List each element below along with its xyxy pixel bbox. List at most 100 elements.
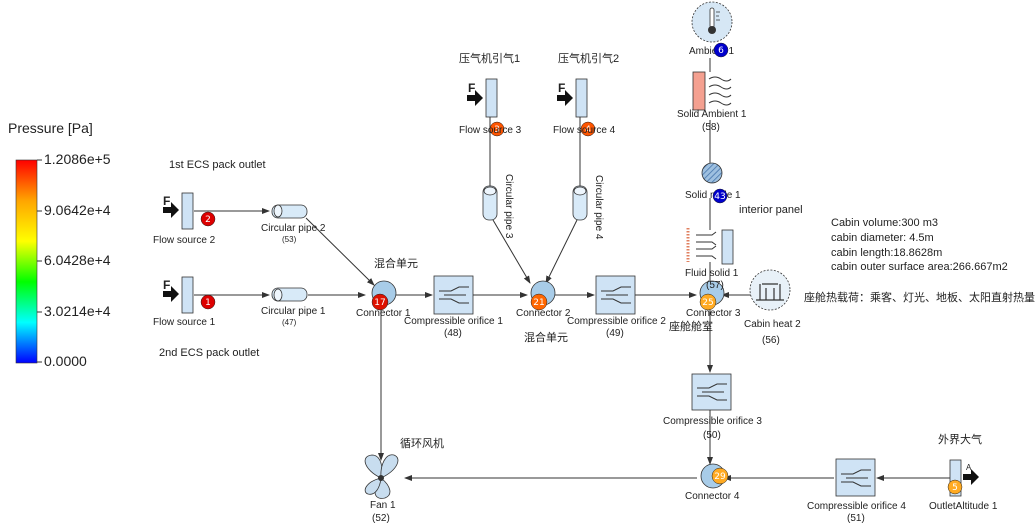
circular-pipe-4-label: Circular pipe 4 (593, 175, 604, 240)
svg-text:4: 4 (585, 125, 591, 135)
svg-text:43: 43 (714, 192, 725, 202)
flow-arrow-icon (557, 90, 573, 106)
annotation-compressor1: 压气机引气1 (459, 51, 520, 65)
fluid-solid-1[interactable]: Fluid solid 1 (57) (685, 228, 739, 291)
flow-source-3-label: Flow source 3 (459, 125, 522, 136)
fan-1-id: (52) (372, 513, 390, 523)
fluid-solid-1-label: Fluid solid 1 (685, 268, 739, 279)
annotation-ecs2: 2nd ECS pack outlet (159, 347, 259, 359)
outlet-altitude-1-label: OutletAltitude 1 (929, 501, 998, 512)
svg-text:A: A (966, 463, 972, 472)
legend-title: Pressure [Pa] (8, 120, 93, 136)
connector-1-label: Connector 1 (356, 308, 411, 319)
node-4 (580, 121, 596, 137)
pressure-legend: Pressure [Pa] 1.2086e+5 9.0642e+4 6.0428… (8, 120, 111, 369)
node-2 (200, 211, 216, 227)
cabin-info-diameter: cabin diameter: 4.5m (831, 232, 934, 244)
circular-pipe-3[interactable]: Circular pipe 3 (482, 174, 514, 239)
orifice-2-id: (49) (606, 328, 624, 339)
flow-arrow-icon (163, 202, 179, 218)
svg-text:5: 5 (952, 483, 958, 493)
legend-tick-4: 3.0214e+4 (44, 303, 111, 319)
heat-waves-icon (708, 76, 732, 106)
compressible-orifice-3[interactable]: Compressible orifice 3 (50) (663, 373, 762, 441)
solid-node-1[interactable]: Solid node 1 43 (685, 162, 741, 204)
node-1 (200, 294, 216, 310)
annotation-mixing2: 混合单元 (524, 330, 568, 344)
flow-source-4-label: Flow source 4 (553, 125, 616, 136)
connector-2[interactable]: 21 Connector 2 (516, 280, 571, 319)
connector-1[interactable]: 17 Connector 1 (356, 280, 411, 319)
compressible-orifice-2[interactable]: Compressible orifice 2 (49) (567, 275, 666, 339)
circular-pipe-2-label: Circular pipe 2 (261, 223, 326, 234)
annotation-outside-air: 外界大气 (938, 432, 982, 446)
cabin-heat-2[interactable]: Cabin heat 2 (56) (744, 269, 801, 346)
annotation-interior-panel: interior panel (739, 204, 803, 216)
circular-pipe-2[interactable]: Circular pipe 2 (261, 204, 326, 234)
fan-1[interactable]: Fan 1 (52) (364, 454, 399, 523)
legend-tick-2: 9.0642e+4 (44, 202, 111, 218)
compressible-orifice-1[interactable]: Compressible orifice 1 (48) (404, 275, 503, 339)
connector-2-label: Connector 2 (516, 308, 571, 319)
annotation-mixing1: 混合单元 (374, 256, 418, 270)
outlet-altitude-1[interactable]: A 5 OutletAltitude 1 (929, 459, 998, 512)
annotation-fan: 循环风机 (400, 436, 444, 450)
svg-text:F: F (468, 81, 475, 95)
orifice-3-id: (50) (703, 430, 721, 441)
flow-source-1[interactable]: F 1 Flow source 1 (153, 276, 216, 328)
orifice-3-label: Compressible orifice 3 (663, 416, 762, 427)
fan-1-label: Fan 1 (370, 500, 396, 511)
svg-text:25: 25 (702, 298, 713, 308)
orifice-4-label: Compressible orifice 4 (807, 501, 906, 512)
circular-pipe-3-label: Circular pipe 3 (503, 174, 514, 239)
outlet-arrow-icon (963, 469, 979, 485)
solid-ambient-1-label: Solid Ambient 1 (677, 109, 747, 120)
annotation-cabin-heat-load: 座舱热载荷：乘客、灯光、地板、太阳直射热量 (804, 290, 1035, 304)
flow-source-3[interactable]: F 3 Flow source 3 (459, 78, 522, 137)
circular-pipe-1[interactable]: Circular pipe 1 (261, 287, 326, 317)
passenger-seats-icon (756, 283, 784, 301)
circular-pipe-2-id: (53) (282, 235, 297, 244)
legend-colorbar (15, 159, 38, 364)
connection-lines (194, 58, 950, 481)
svg-text:21: 21 (533, 298, 544, 308)
connector-4-label: Connector 4 (685, 491, 740, 502)
connector-3[interactable]: 25 Connector 3 (686, 280, 741, 319)
flow-source-2[interactable]: F 2 Flow source 2 (153, 192, 216, 246)
flow-source-4[interactable]: F 4 Flow source 4 (553, 78, 616, 137)
flow-arrow-icon (163, 286, 179, 302)
svg-text:1: 1 (205, 298, 211, 308)
cabin-info-volume: Cabin volume:300 m3 (831, 217, 938, 229)
legend-tick-min: 0.0000 (44, 353, 87, 369)
connector-4[interactable]: 29 Connector 4 (685, 463, 740, 502)
circular-pipe-4[interactable]: Circular pipe 4 (572, 175, 604, 240)
annotations: 1st ECS pack outlet 2nd ECS pack outlet … (159, 51, 1035, 450)
ambient-1[interactable]: Ambient 1 6 (689, 1, 734, 58)
circular-pipe-1-label: Circular pipe 1 (261, 306, 326, 317)
solid-ambient-1[interactable]: Solid Ambient 1 (58) (677, 71, 747, 133)
node-5 (947, 479, 963, 495)
ambient-1-label: Ambient 1 (689, 46, 734, 57)
svg-text:F: F (163, 278, 170, 292)
node-25 (699, 293, 717, 311)
solid-ambient-1-id: (58) (702, 122, 720, 133)
node-17 (371, 293, 389, 311)
orifice-4-id: (51) (847, 513, 865, 523)
svg-text:F: F (558, 81, 565, 95)
cabin-heat-2-label: Cabin heat 2 (744, 319, 801, 330)
annotation-compressor2: 压气机引气2 (558, 51, 619, 65)
annotation-cabin-room: 座舱舱室 (669, 319, 713, 333)
node-29 (711, 467, 729, 485)
thermometer-icon (709, 7, 715, 29)
flow-arrow-icon (467, 90, 483, 106)
svg-text:17: 17 (374, 298, 385, 308)
orifice-1-label: Compressible orifice 1 (404, 316, 503, 327)
cabin-info-length: cabin length:18.8628m (831, 247, 942, 259)
svg-text:F: F (163, 194, 170, 208)
orifice-2-label: Compressible orifice 2 (567, 316, 666, 327)
flow-source-2-label: Flow source 2 (153, 235, 216, 246)
compressible-orifice-4[interactable]: Compressible orifice 4 (51) (807, 458, 906, 523)
node-3 (489, 121, 505, 137)
fan-icon (378, 475, 384, 481)
